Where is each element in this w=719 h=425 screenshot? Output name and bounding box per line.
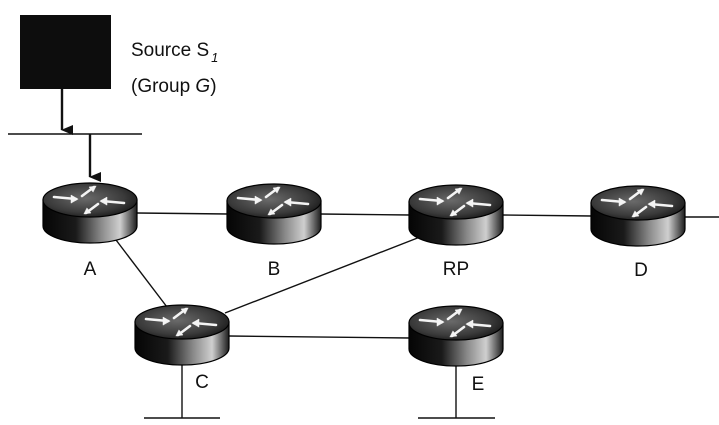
link-c-rp [224, 236, 421, 314]
link-c-e [228, 335, 411, 339]
router-e-icon [407, 304, 505, 368]
router-b-label: B [268, 259, 281, 280]
link-b-rp [319, 213, 411, 216]
link-a-b [136, 212, 229, 215]
router-c-icon [133, 303, 231, 367]
link-rp-d [501, 214, 593, 217]
router-rp-label: RP [443, 259, 469, 280]
source-host-icon [20, 15, 111, 89]
router-rp-icon [407, 183, 505, 247]
router-d-label: D [634, 260, 648, 281]
router-c-label: C [195, 372, 209, 393]
router-a-label: A [84, 259, 97, 280]
link-a-c [112, 235, 168, 308]
router-a-icon [41, 181, 139, 245]
router-b-icon [225, 182, 323, 246]
router-d-icon [589, 184, 687, 248]
group-label: (Group G) [131, 76, 217, 97]
links [112, 212, 719, 419]
router-e-label: E [472, 374, 485, 395]
